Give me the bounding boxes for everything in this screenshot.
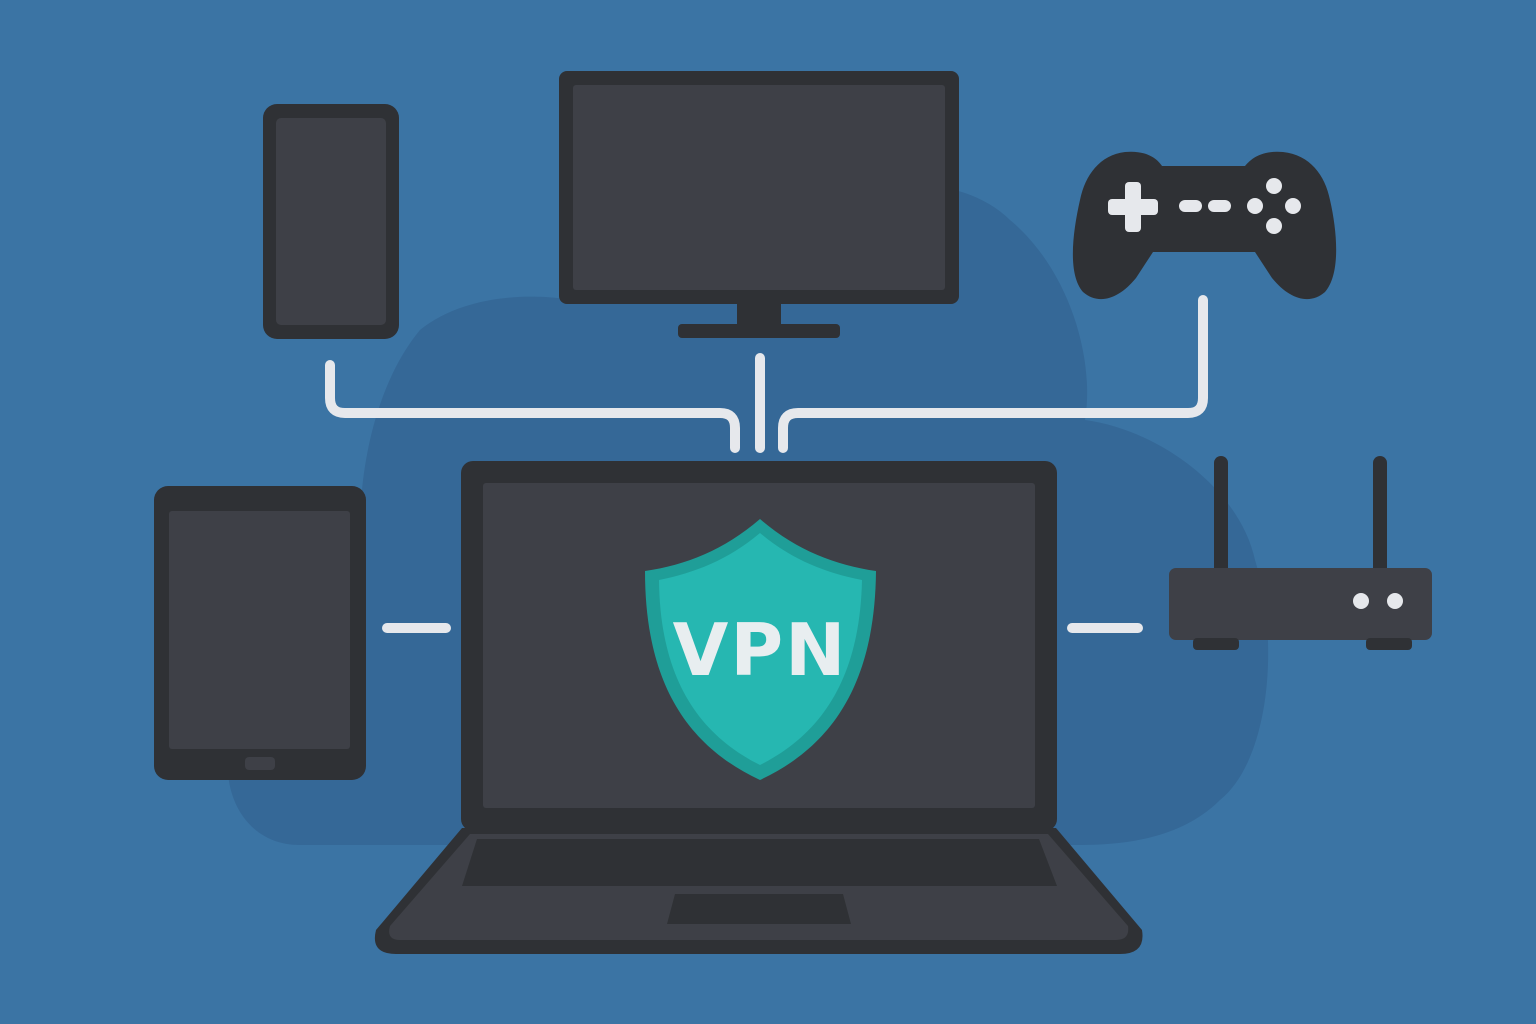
- smartphone-icon: [263, 104, 399, 339]
- keyboard-area: [462, 839, 1057, 886]
- vpn-label: VPN: [673, 608, 848, 692]
- select-start-icon: [1179, 200, 1231, 212]
- gamepad-icon: [1072, 151, 1337, 300]
- phone-connector: [325, 360, 740, 453]
- tablet-icon: [154, 486, 366, 780]
- monitor-icon: [559, 71, 959, 338]
- dpad-icon: [1108, 182, 1158, 232]
- touchpad: [667, 894, 851, 924]
- shield-icon: VPN: [645, 519, 876, 780]
- connector-lines: [325, 295, 1208, 633]
- router-icon: [1169, 456, 1432, 650]
- gamepad-connector: [778, 295, 1208, 453]
- router-leds-icon: [1353, 593, 1403, 609]
- action-buttons-icon: [1247, 178, 1301, 234]
